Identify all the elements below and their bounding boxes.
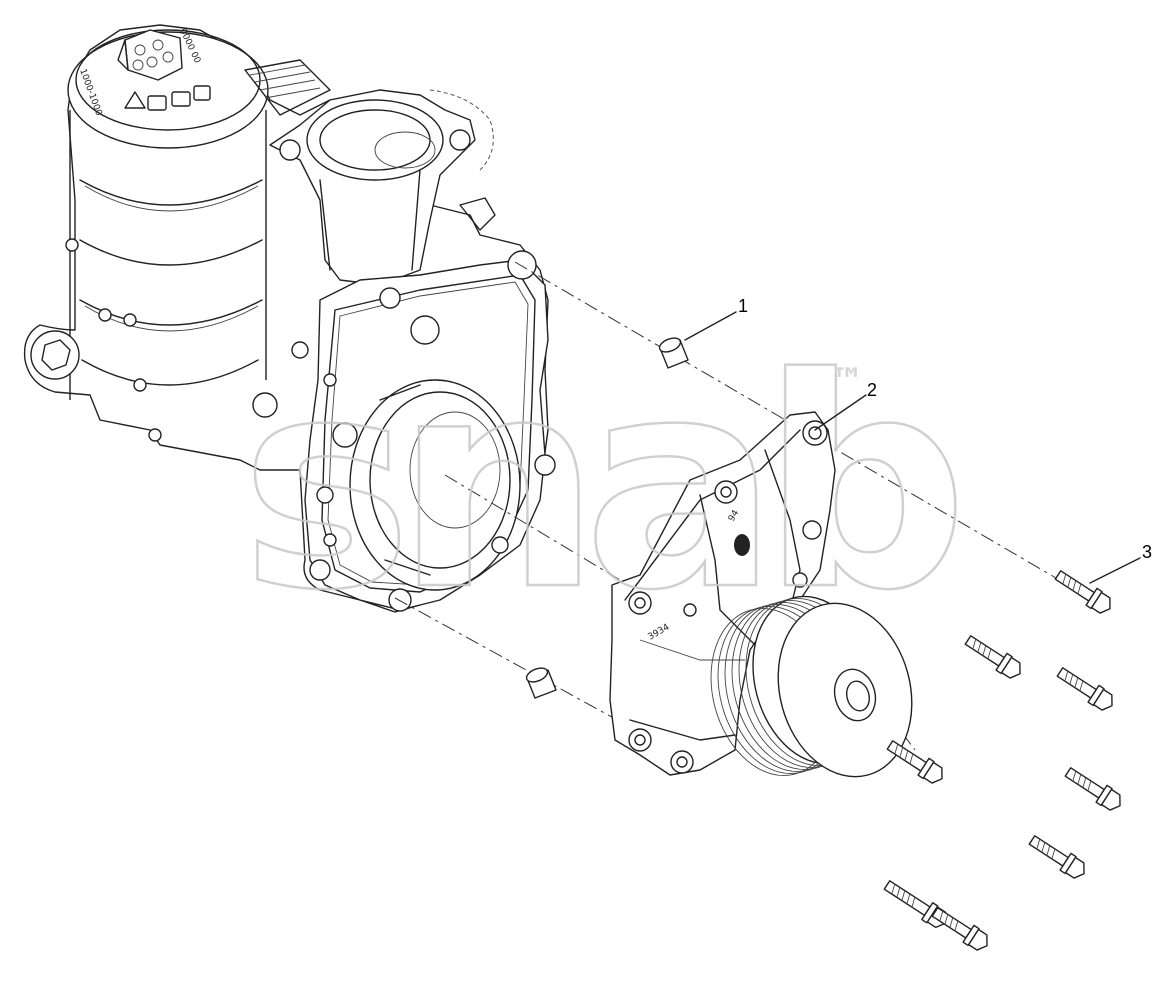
callout-3: 3 xyxy=(1089,542,1152,584)
dowel-sleeve-upper xyxy=(658,337,689,369)
watermark-trademark: ™ xyxy=(830,361,864,401)
watermark-text: snab xyxy=(240,317,956,654)
callout-2-label: 2 xyxy=(867,380,877,400)
bolt xyxy=(1054,570,1111,614)
dowel-sleeve-lower xyxy=(525,667,557,699)
water-pump: 3934 94 xyxy=(609,411,913,778)
callout-1-label: 1 xyxy=(738,296,748,316)
callout-1: 1 xyxy=(684,296,748,341)
engine-front-housing: 1000-1000 0000 00 xyxy=(23,24,556,613)
bolt xyxy=(964,635,1021,679)
bolt xyxy=(883,880,947,929)
callout-2: 2 xyxy=(814,380,877,431)
callout-3-label: 3 xyxy=(1142,542,1152,562)
bolt xyxy=(1064,767,1121,811)
flange-bolts xyxy=(883,570,1121,951)
bolt xyxy=(1056,667,1113,711)
bolt xyxy=(931,907,988,951)
watermark: snab ™ xyxy=(239,316,975,656)
bolt xyxy=(1028,835,1085,879)
bolt xyxy=(886,740,943,784)
